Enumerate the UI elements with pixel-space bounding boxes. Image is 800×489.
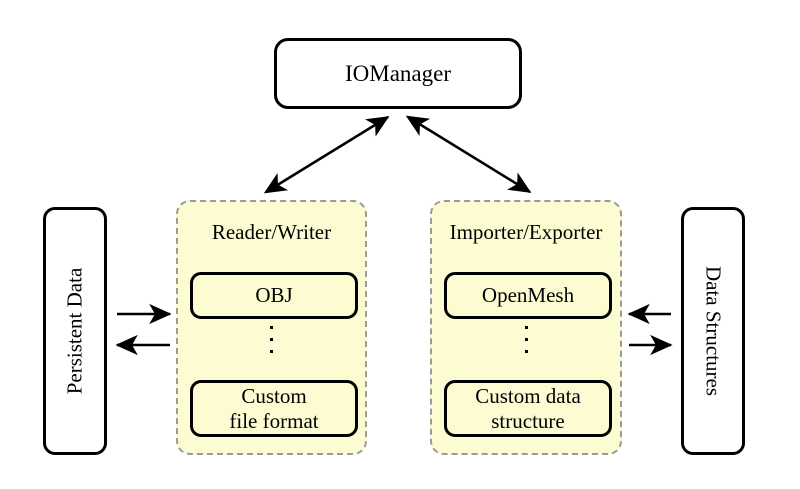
node-custom-data-structure[interactable]: Custom data structure [444, 380, 612, 437]
io-manager-label: IOManager [344, 60, 451, 86]
node-custom-file-format-line1: Custom [241, 384, 307, 409]
node-custom-file-format[interactable]: Custom file format [190, 380, 358, 437]
node-openmesh[interactable]: OpenMesh [444, 272, 612, 319]
data-structures-box[interactable]: Data Structures [681, 207, 745, 455]
reader-writer-group-title: Reader/Writer [211, 220, 332, 244]
persistent-data-box[interactable]: Persistent Data [43, 207, 107, 455]
reader-writer-group[interactable]: Reader/Writer OBJ Custom file format [176, 200, 367, 455]
arrow-manager-readerwriter [263, 115, 390, 194]
arrow-manager-importerexporter [405, 115, 532, 194]
data-structures-label: Data Structures [701, 265, 726, 397]
importer-exporter-ellipsis-icon [432, 326, 620, 353]
importer-exporter-group-title: Importer/Exporter [449, 220, 603, 244]
importer-exporter-group[interactable]: Importer/Exporter OpenMesh Custom data s… [430, 200, 622, 455]
node-custom-data-structure-line2: structure [491, 408, 565, 433]
node-custom-file-format-line2: file format [229, 408, 319, 433]
reader-writer-ellipsis-icon [178, 326, 365, 353]
node-openmesh-label: OpenMesh [481, 283, 575, 308]
io-manager-node[interactable]: IOManager [274, 38, 522, 109]
node-obj[interactable]: OBJ [190, 272, 358, 319]
node-custom-data-structure-line1: Custom data [475, 384, 581, 409]
node-obj-label: OBJ [255, 283, 293, 308]
persistent-data-label: Persistent Data [62, 267, 87, 395]
